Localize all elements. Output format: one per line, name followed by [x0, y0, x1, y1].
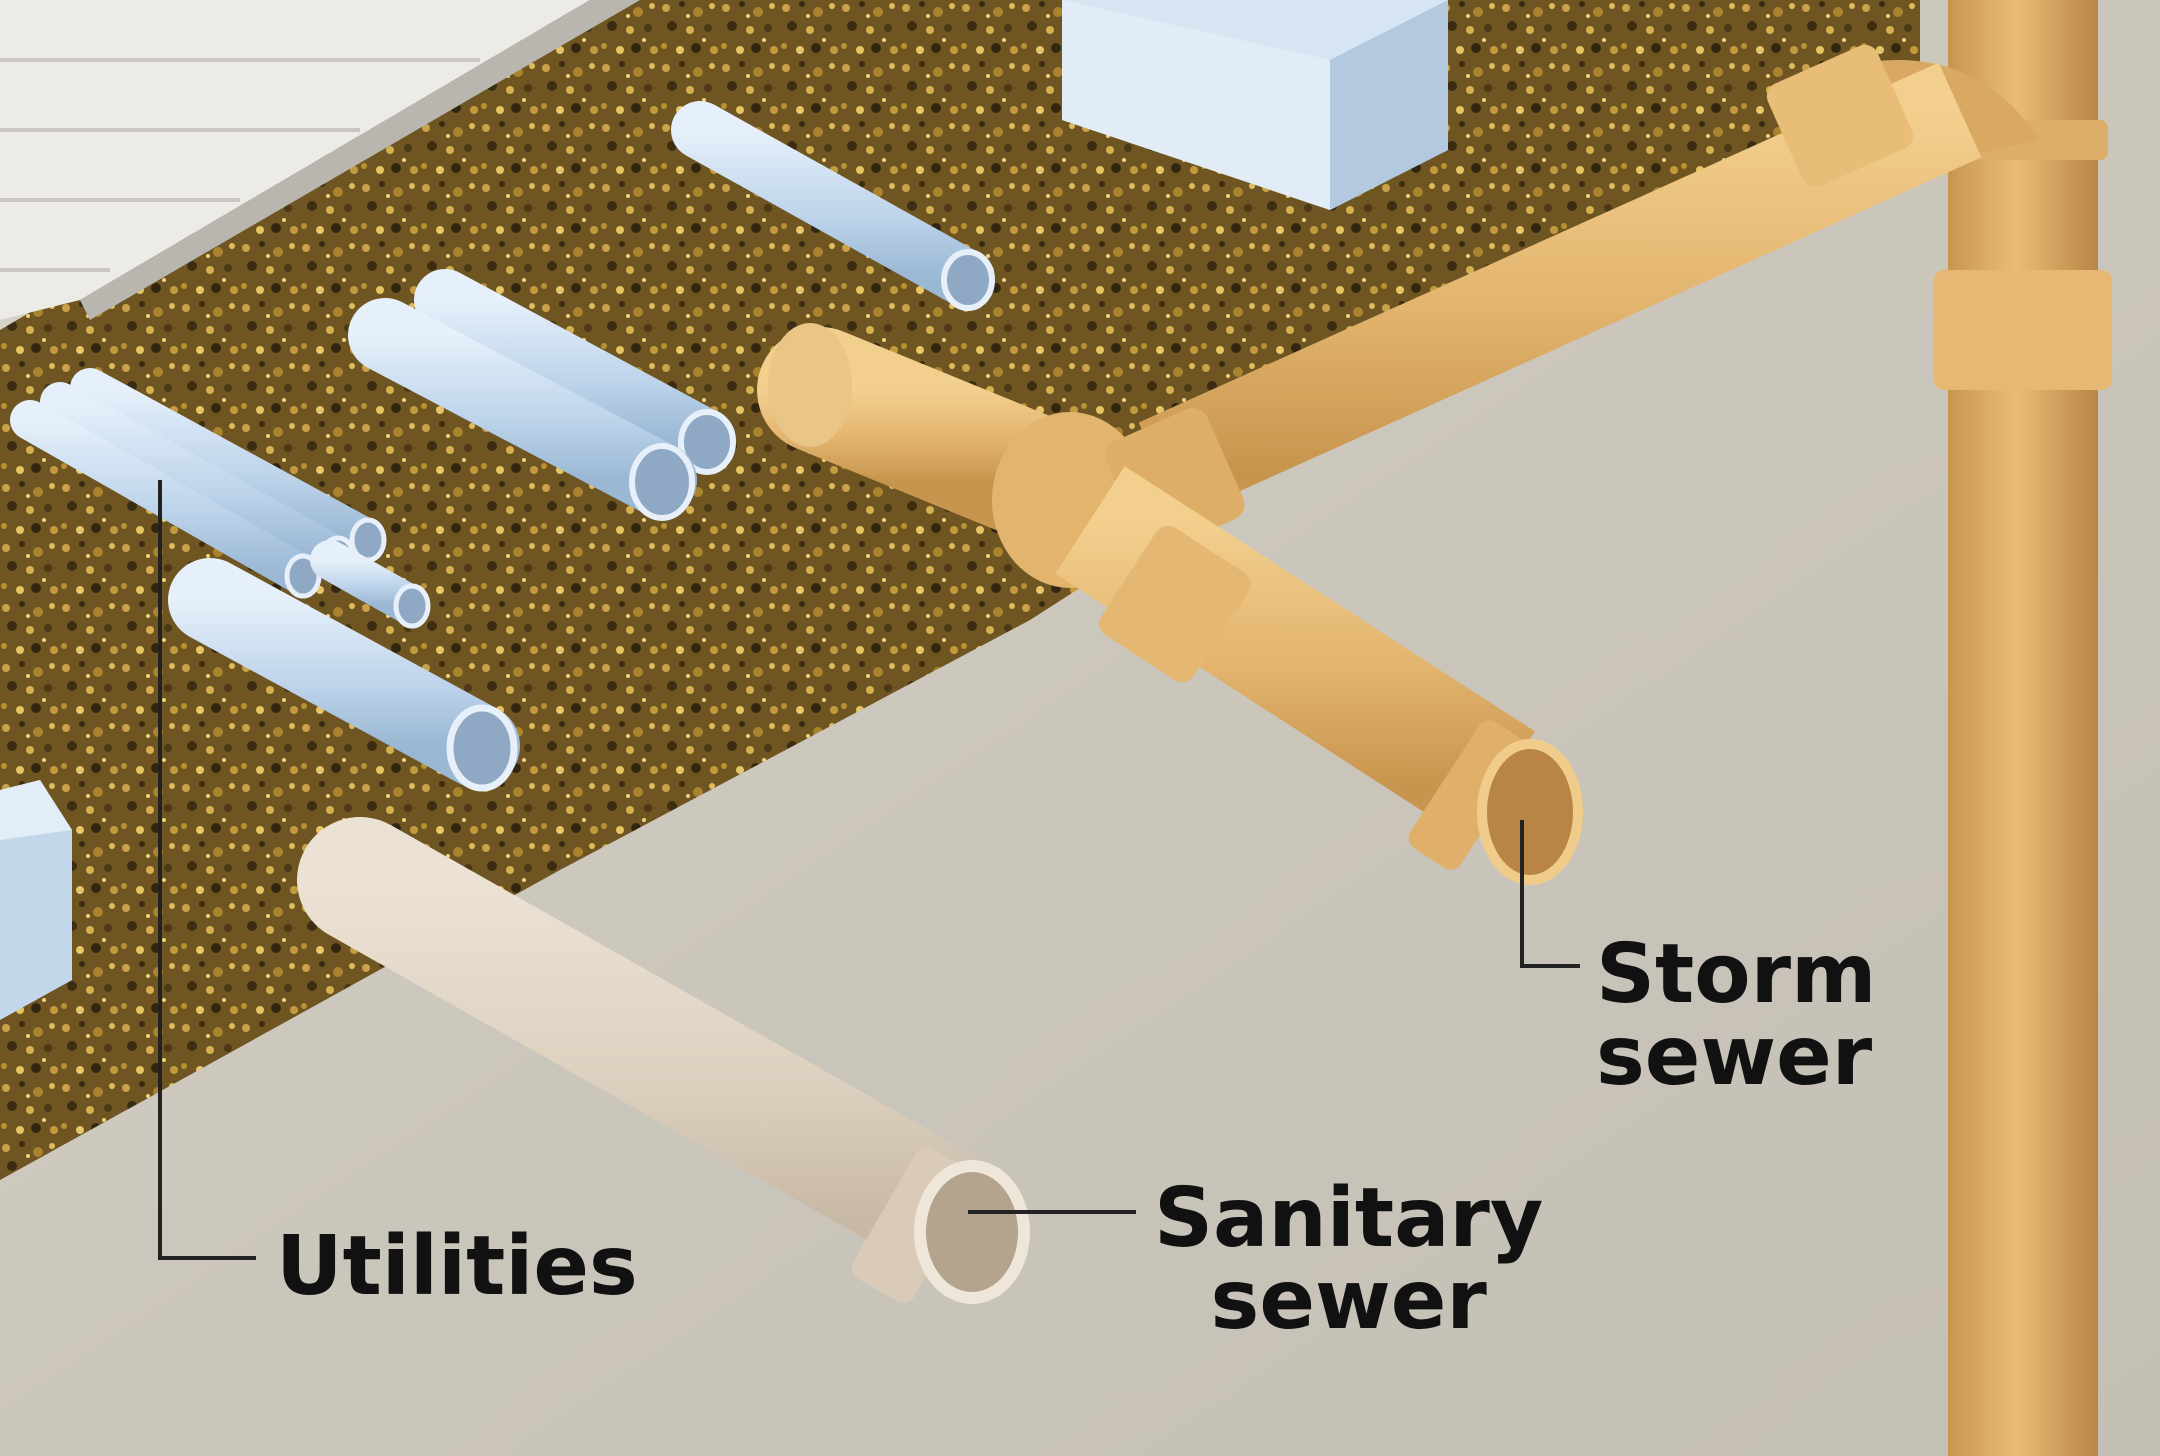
sanitary-sewer-label-line2: sewer [1210, 1253, 1487, 1348]
storm-sewer-label: Storm sewer [1596, 934, 1876, 1098]
building-siding-lines [0, 58, 480, 272]
sanitary-sewer-label: Sanitary sewer [1154, 1178, 1543, 1342]
utility-pipe-group-top [671, 101, 995, 311]
building-foundation-strip [80, 0, 640, 320]
utility-box-top [1062, 0, 1448, 210]
sanitary-sewer-label-line1: Sanitary [1154, 1171, 1544, 1266]
building-edge [0, 0, 590, 320]
utilities-leader-line [158, 480, 256, 1260]
storm-sewer-label-line1: Storm [1596, 927, 1877, 1022]
storm-sewer-pipe [757, 0, 2112, 1456]
leader-lines [158, 480, 1580, 1260]
utility-pipe-group-left [10, 368, 520, 792]
utility-pipe-group-middle [348, 269, 736, 521]
sanitary-sewer-pipe [297, 817, 1030, 1304]
storm-sewer-label-line2: sewer [1596, 1009, 1873, 1104]
storm-leader-line [1520, 820, 1580, 968]
utility-box-left [0, 780, 72, 1020]
utilities-label: Utilities [276, 1219, 638, 1314]
